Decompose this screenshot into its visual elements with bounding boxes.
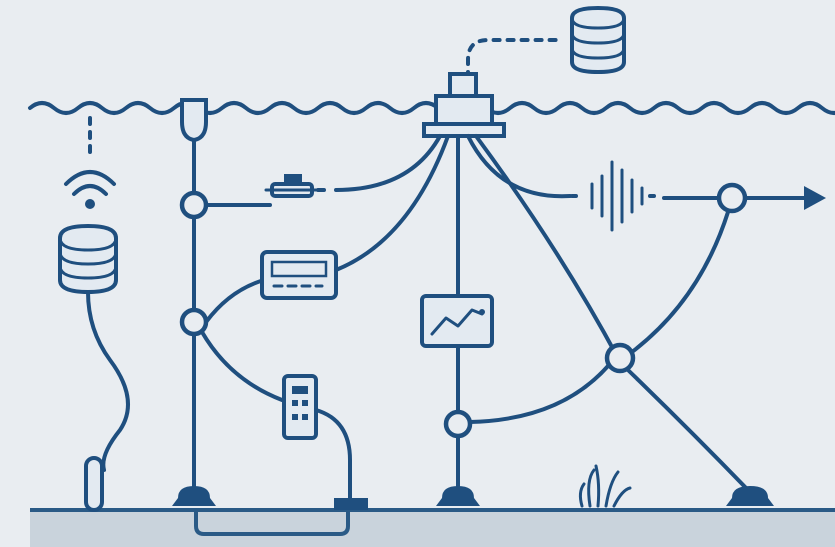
water-surface-line bbox=[28, 101, 835, 115]
seaweed-icon bbox=[578, 464, 632, 508]
cable bbox=[86, 290, 130, 472]
anchor bbox=[726, 486, 774, 506]
connector-line bbox=[468, 364, 610, 424]
connector-line bbox=[200, 330, 284, 402]
anchor bbox=[334, 498, 368, 510]
connector-line bbox=[314, 408, 352, 502]
sensor-probe-icon bbox=[282, 374, 318, 440]
node bbox=[716, 182, 748, 214]
buried-cable bbox=[194, 512, 350, 536]
anchor bbox=[172, 486, 216, 506]
database-icon bbox=[58, 223, 118, 295]
connector-line bbox=[334, 134, 442, 192]
valve-icon bbox=[264, 174, 320, 198]
sound-wave-icon bbox=[570, 160, 662, 232]
connector-line bbox=[626, 368, 750, 492]
node bbox=[179, 190, 209, 220]
connector-line bbox=[474, 134, 620, 360]
arrow-right-icon bbox=[804, 186, 826, 210]
display-panel-icon bbox=[260, 250, 338, 300]
node bbox=[604, 342, 636, 374]
seabed bbox=[30, 508, 835, 547]
connector-line bbox=[204, 278, 266, 324]
node bbox=[443, 409, 473, 439]
connector-line bbox=[334, 134, 450, 272]
connector-line bbox=[630, 210, 730, 354]
surface-platform-icon bbox=[422, 72, 506, 138]
trend-monitor-icon bbox=[420, 294, 494, 348]
wireless-signal-icon bbox=[64, 116, 116, 209]
buoy-icon bbox=[180, 98, 208, 143]
sensor-probe-icon bbox=[84, 456, 104, 512]
anchor bbox=[436, 486, 480, 506]
database-icon bbox=[466, 5, 626, 94]
